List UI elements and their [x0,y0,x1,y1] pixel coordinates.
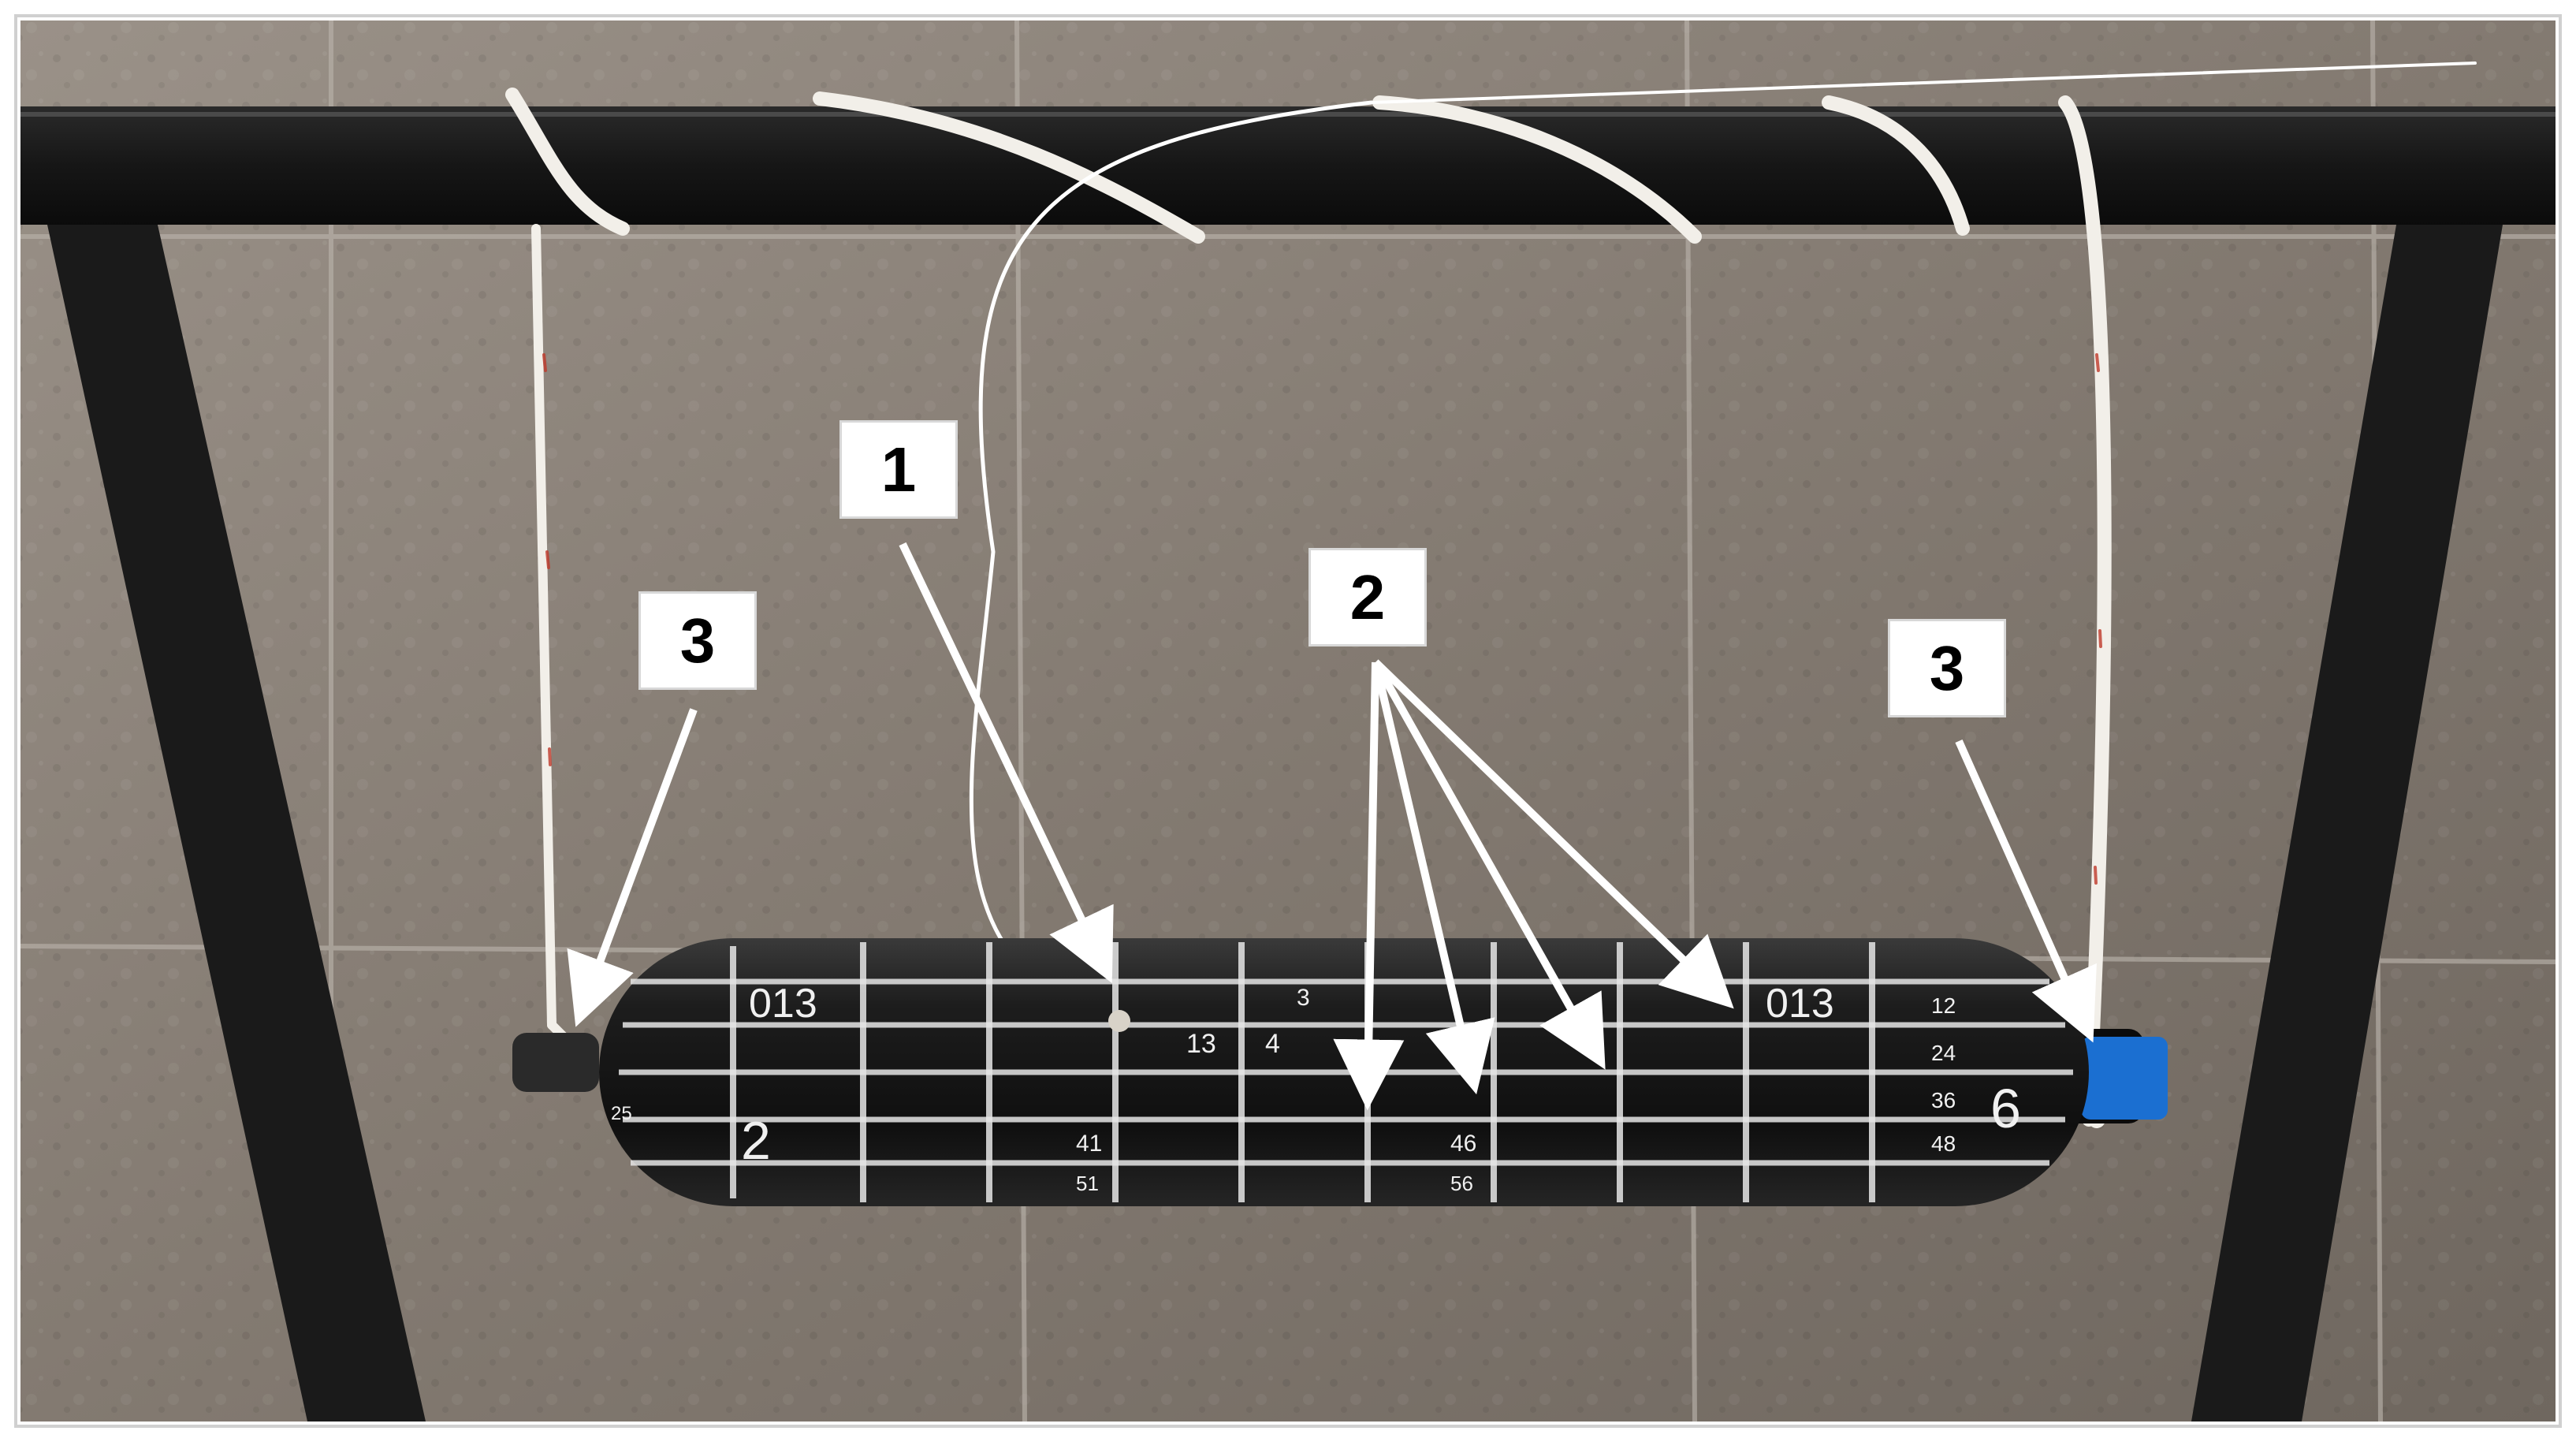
callout-arrows [567,542,2097,1111]
marking-small-25: 25 [611,1103,632,1124]
marking-small-46: 46 [1450,1131,1476,1157]
callout-label-3-right-text: 3 [1929,632,1965,703]
callout-label-2-text: 2 [1349,561,1386,632]
marking-small-48: 48 [1931,1131,1956,1156]
marking-small-41: 41 [1076,1131,1102,1157]
composite-cylinder: 013 013 2 6 13 4 41 46 51 56 3 12 24 36 … [512,938,2168,1206]
serial-marking-left: 013 [749,981,817,1027]
callout-label-3-left-text: 3 [679,605,716,676]
marking-small-12: 12 [1931,993,1956,1018]
metal-frame [20,106,2556,1422]
serial-marking-right: 013 [1766,981,1834,1027]
marking-small-3: 3 [1297,985,1310,1011]
marking-number-6: 6 [1990,1078,2021,1139]
marking-small-51: 51 [1076,1172,1099,1195]
callout-label-1-text: 1 [880,434,917,505]
marking-small-36: 36 [1931,1088,1956,1112]
callout-label-3-right: 3 [1888,619,2006,717]
tiled-wall [20,20,2556,1422]
marking-small-4: 4 [1265,1029,1280,1059]
marking-small-13: 13 [1186,1029,1216,1059]
callout-label-1: 1 [839,420,958,519]
marking-small-24: 24 [1931,1041,1956,1065]
callout-label-2: 2 [1308,548,1427,646]
marking-number-2: 2 [741,1111,771,1171]
callout-label-3-left: 3 [638,591,757,690]
marking-small-56: 56 [1450,1172,1473,1195]
